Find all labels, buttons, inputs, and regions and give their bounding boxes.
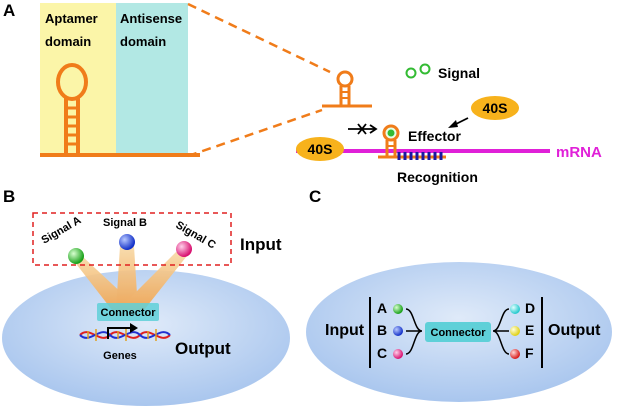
input-brace — [405, 308, 423, 355]
dna-helix-icon — [79, 329, 171, 341]
output-label-b: Output — [175, 339, 231, 358]
input-a-ball — [393, 304, 403, 314]
blocked-arrow-icon — [348, 123, 378, 135]
signal-c-ball — [176, 241, 192, 257]
output-e-ball — [510, 326, 520, 336]
aptamer-label-line2: domain — [45, 34, 91, 49]
transcription-arrow-icon — [107, 327, 132, 339]
input-c-label: C — [377, 345, 387, 361]
signal-b-label: Signal B — [103, 217, 147, 229]
output-f-label: F — [525, 345, 534, 361]
effector-label: Effector — [408, 128, 461, 144]
panel-c: C Input A B C Connector D E F Output — [306, 187, 612, 402]
signal-a-ball — [68, 248, 84, 264]
panel-a: A Aptamer domain Antisense domain Signal — [3, 1, 602, 185]
panel-b-letter: B — [3, 187, 15, 206]
recognition-base-pairs — [397, 152, 443, 160]
aptamer-label-line1: Aptamer — [45, 11, 98, 26]
signal-a-label: Signal A — [40, 214, 84, 246]
large-hairpin-structure — [40, 63, 200, 157]
antisense-domain-box — [116, 3, 188, 156]
output-label-c: Output — [548, 322, 601, 339]
ribosome-40s-upper — [471, 96, 519, 120]
panel-a-letter: A — [3, 1, 15, 20]
antisense-label-line2: domain — [120, 34, 166, 49]
small-hairpin-structure — [322, 70, 372, 108]
output-e-label: E — [525, 322, 534, 338]
output-brace — [492, 308, 510, 355]
ribosome-40s-lower — [296, 137, 344, 161]
zoom-line-bottom — [187, 108, 323, 158]
input-label-c: Input — [325, 322, 365, 339]
input-dashed-box — [32, 212, 232, 266]
signal-beams — [70, 246, 190, 310]
output-f-ball — [510, 349, 520, 359]
panel-c-letter: C — [309, 187, 321, 206]
input-b-ball — [393, 326, 403, 336]
connector-label-c: Connector — [431, 327, 487, 339]
zoom-line-top — [187, 2, 331, 74]
output-d-ball — [510, 304, 520, 314]
signal-label: Signal — [438, 65, 480, 81]
signal-ball-1 — [405, 67, 417, 79]
connector-box-b — [97, 303, 159, 321]
input-c-ball — [393, 349, 403, 359]
output-d-label: D — [525, 300, 535, 316]
connector-box-c — [425, 322, 491, 342]
panel-b: B Signal A Signal B Signal C Input Conne… — [2, 187, 290, 406]
recognition-label: Recognition — [397, 169, 478, 185]
mrna-label: mRNA — [556, 144, 602, 161]
antisense-label-line1: Antisense — [120, 11, 182, 26]
ribosome-40s-lower-label: 40S — [308, 141, 333, 157]
ribosome-40s-upper-label: 40S — [483, 100, 508, 116]
transcription-arrowhead — [130, 323, 138, 333]
signal-ball-2 — [419, 63, 431, 75]
signal-b-ball — [119, 234, 135, 250]
input-a-label: A — [377, 300, 387, 316]
effector-arrowhead — [448, 120, 458, 128]
genes-label: Genes — [103, 350, 137, 362]
input-b-label: B — [377, 322, 387, 338]
connector-label-b: Connector — [101, 307, 157, 319]
input-label-b: Input — [240, 235, 282, 254]
